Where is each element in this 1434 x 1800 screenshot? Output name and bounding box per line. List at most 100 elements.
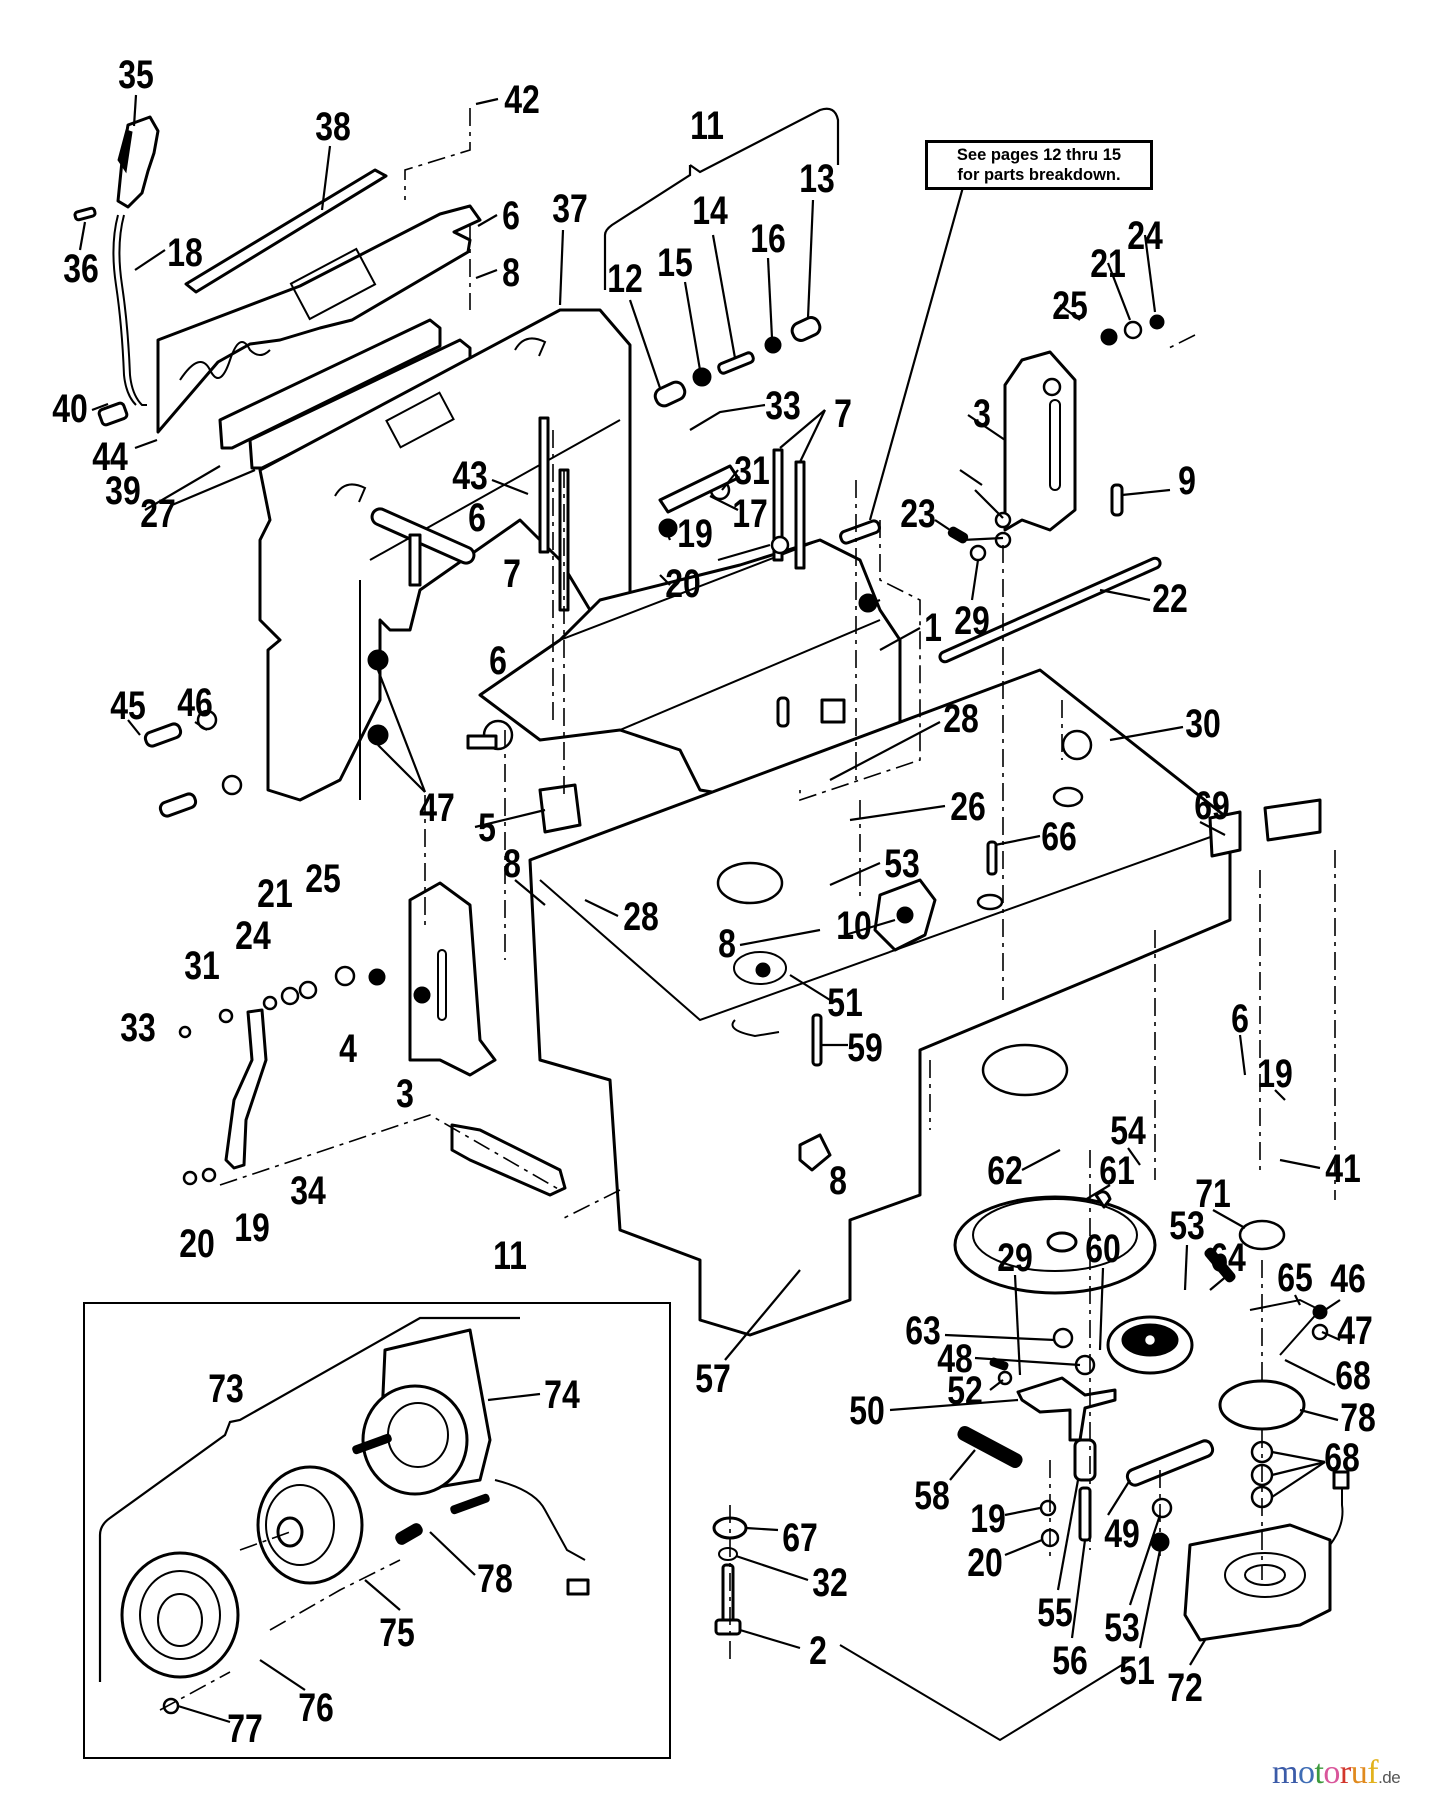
nut [1149, 314, 1165, 330]
bolt [1110, 483, 1124, 517]
stud [352, 1433, 392, 1455]
callout-number: 77 [227, 1706, 263, 1751]
callout-number: 46 [177, 680, 213, 725]
armature [256, 1465, 364, 1585]
callout-number: 45 [110, 683, 146, 728]
washer [1123, 320, 1143, 340]
callout-number: 51 [1119, 1648, 1155, 1693]
frame-opening [981, 1043, 1069, 1097]
callout-number: 24 [1127, 213, 1163, 258]
frame-opening [1052, 786, 1084, 808]
shift-lever-assembly [73, 115, 482, 470]
callout-number: 7 [503, 551, 521, 596]
shoulder-bolt [1078, 1486, 1092, 1542]
inset-wire [494, 1479, 586, 1561]
callout-number: 66 [1041, 814, 1077, 859]
bushing [367, 649, 389, 671]
callout-number: 19 [1257, 1051, 1293, 1096]
washer [1151, 1497, 1173, 1519]
callout-number: 37 [552, 186, 588, 231]
watermark-letter: f [1367, 1754, 1379, 1791]
extension-spring [957, 1426, 1023, 1468]
plate-cutout [289, 247, 377, 321]
callout-number: 76 [298, 1685, 334, 1730]
callout-number: 40 [52, 386, 88, 431]
shift-rod-edge [112, 214, 137, 406]
console-slot [385, 391, 455, 449]
knob-grip [117, 129, 133, 174]
bolt-head [368, 968, 386, 986]
callout-number: 8 [829, 1158, 847, 1203]
callout-number: 60 [1085, 1226, 1121, 1271]
console-hook [514, 337, 547, 357]
bolt [178, 1025, 192, 1039]
pulley-hub [1046, 1231, 1078, 1253]
callout-number: 69 [1194, 783, 1230, 828]
frame-outline-bottom [839, 1644, 1131, 1742]
washer [770, 535, 790, 555]
callout-number: 58 [914, 1473, 950, 1518]
callout-number: 41 [1325, 1146, 1361, 1191]
callout-number: 48 [937, 1336, 973, 1381]
callout-number: 67 [782, 1515, 818, 1560]
callout-number: 52 [947, 1368, 983, 1413]
watermark-letter: m [1272, 1754, 1298, 1791]
shift-rod [118, 214, 147, 406]
housing-seam [619, 619, 881, 731]
callout-number: 31 [184, 943, 220, 988]
input-shaft [839, 519, 881, 545]
callout-number: 21 [257, 871, 293, 916]
callout-number: 59 [847, 1025, 883, 1070]
bracket-hole [1042, 377, 1062, 397]
inset-bracket-73 [98, 1316, 520, 1682]
bracket-slot [1049, 399, 1061, 491]
spacer [1238, 1219, 1286, 1251]
callout-number: 43 [452, 453, 488, 498]
armature-ring [265, 1484, 335, 1566]
clutch-connector [1332, 1470, 1350, 1490]
callout-number: 23 [900, 491, 936, 536]
callout-number: 20 [179, 1221, 215, 1266]
callout-number: 53 [1104, 1605, 1140, 1650]
rod-end [790, 316, 822, 342]
spacer-tube [1073, 1438, 1097, 1482]
jam-nut [764, 336, 782, 354]
callout-number: 28 [623, 894, 659, 939]
jam-nut [692, 367, 712, 387]
washer [969, 544, 987, 562]
electric-clutch [1183, 1523, 1332, 1642]
clutch-face [1224, 1552, 1306, 1598]
callout-number: 6 [502, 193, 520, 238]
callout-number: 14 [692, 188, 728, 233]
mount-bolt [772, 448, 784, 562]
note-line-2: for parts breakdown. [957, 166, 1121, 184]
washer [994, 531, 1012, 549]
assembly-lines [219, 108, 1336, 1660]
washer [298, 980, 318, 1000]
inset-connector [566, 1578, 590, 1596]
callout-number: 31 [734, 448, 770, 493]
bushing [367, 724, 389, 746]
watermark-suffix: .de [1378, 1768, 1401, 1787]
adjust-stud [717, 351, 755, 375]
watermark-letter: t [1314, 1754, 1324, 1791]
callout-number: 3 [396, 1071, 414, 1116]
see-pages-note: See pages 12 thru 15 for parts breakdown… [925, 140, 1153, 190]
stud [450, 1493, 490, 1515]
callout-number: 26 [950, 784, 986, 829]
callout-number: 19 [970, 1496, 1006, 1541]
callout-number: 39 [105, 468, 141, 513]
callout-number: 19 [677, 511, 713, 556]
callout-number: 28 [943, 696, 979, 741]
washer [994, 511, 1012, 529]
clutch-wire [1329, 1485, 1344, 1546]
watermark-letters: motoruf [1272, 1754, 1379, 1791]
bolt [811, 1013, 823, 1067]
nut [858, 593, 878, 613]
callout-number: 2 [809, 1628, 827, 1673]
callout-number: 4 [339, 1026, 357, 1071]
nut [1311, 1323, 1329, 1341]
callout-number: 15 [657, 240, 693, 285]
callout-number: 6 [1231, 996, 1249, 1041]
